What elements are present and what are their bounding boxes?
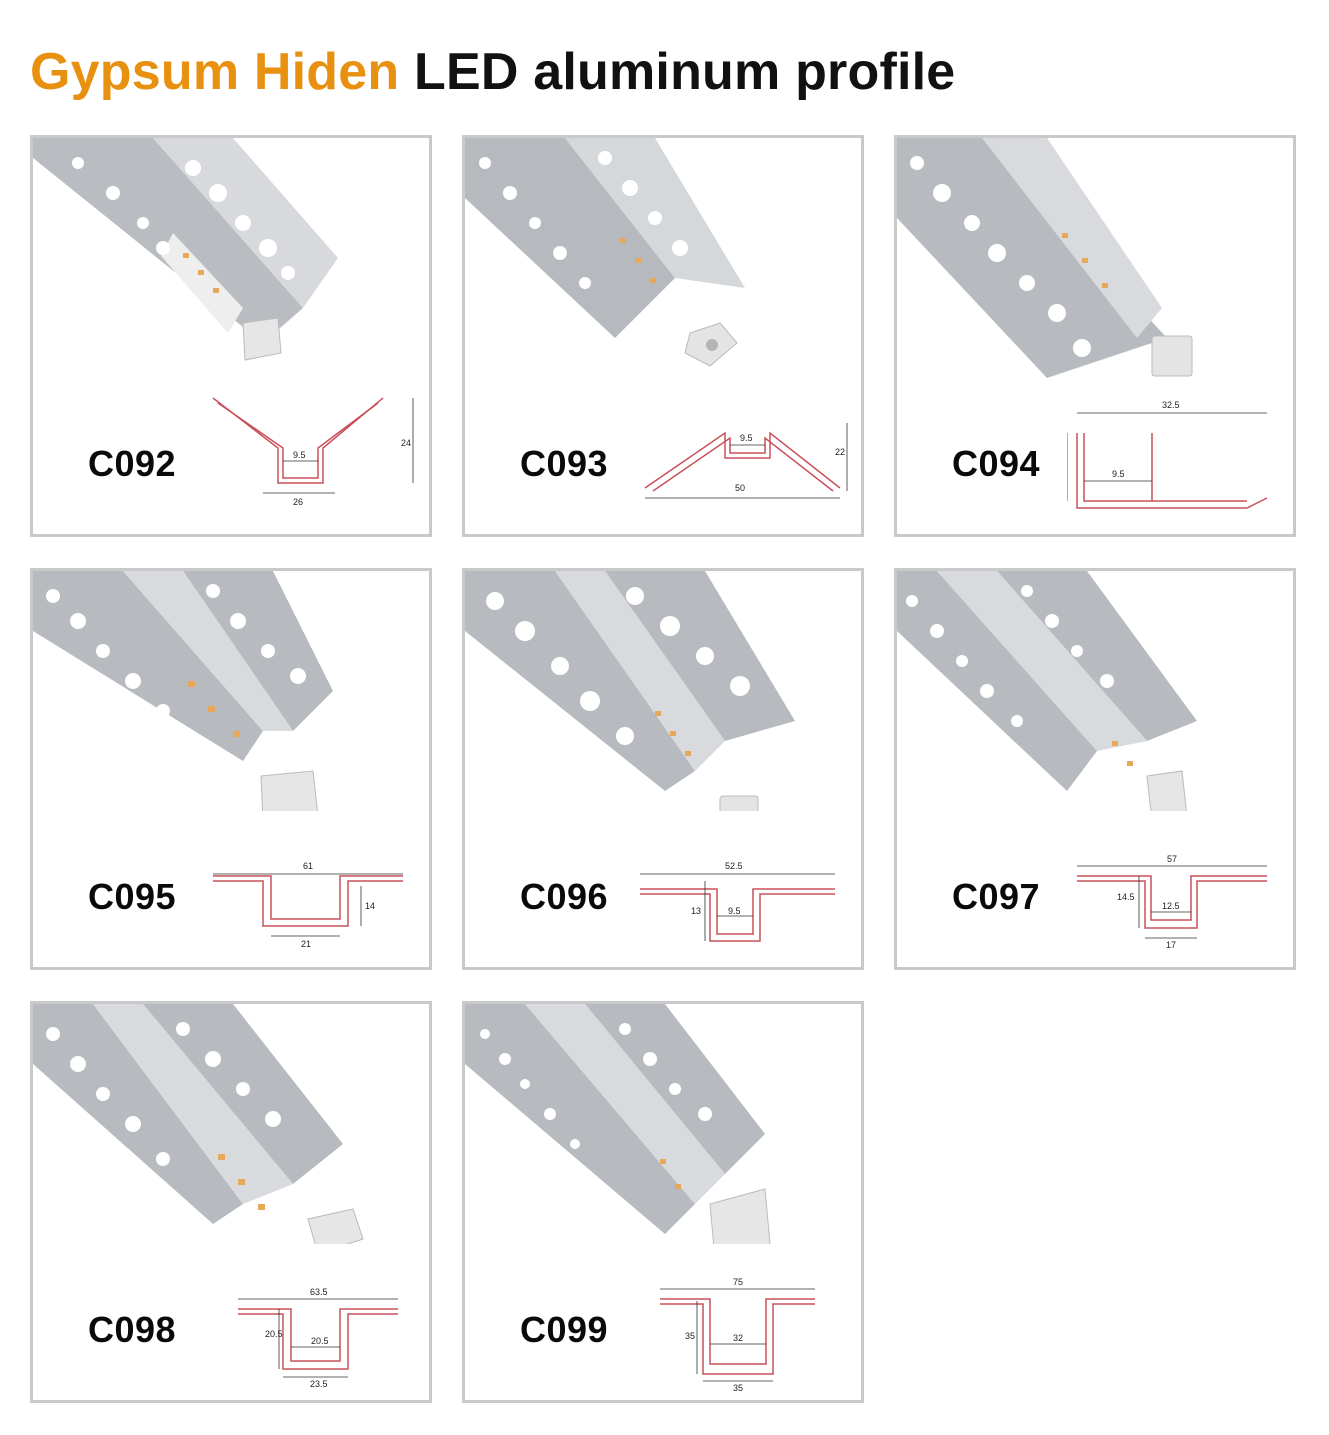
dim-label: 35	[685, 1331, 695, 1341]
dim-label: 9.5	[728, 906, 741, 916]
product-photo	[897, 571, 1197, 811]
dim-label: 75	[733, 1277, 743, 1287]
product-card-c097[interactable]: C097 57 14.5 12.5 17	[894, 568, 1296, 970]
dim-label: 61	[303, 861, 313, 871]
profile-diagram: 61 14 21	[213, 861, 403, 949]
product-photo	[465, 571, 795, 811]
dim-label: 13	[691, 906, 701, 916]
profile-diagram: 57 14.5 12.5 17	[1077, 854, 1267, 950]
product-photo	[33, 571, 333, 811]
dim-label: 20.5	[311, 1336, 329, 1346]
dim-label: 35	[733, 1383, 743, 1393]
product-code: C092	[88, 443, 177, 484]
product-code: C096	[520, 876, 609, 917]
dim-label: 9.5	[740, 433, 753, 443]
dim-label: 57	[1167, 854, 1177, 864]
product-code: C097	[952, 876, 1041, 917]
dim-label: 12.5	[1162, 901, 1180, 911]
dim-label: 52.5	[725, 861, 743, 871]
dim-label: 23.5	[310, 1379, 328, 1389]
dim-label: 14.5	[1117, 892, 1135, 902]
dim-label: 21	[301, 939, 311, 949]
product-code: C099	[520, 1309, 609, 1350]
profile-diagram: 63.5 20.5 20.5 23.5	[238, 1287, 398, 1389]
title-rest: LED aluminum profile	[414, 43, 956, 101]
dim-label: 50	[735, 483, 745, 493]
dim-label: 20.5	[265, 1329, 283, 1339]
profile-diagram: 75 35 32 35	[660, 1277, 815, 1393]
product-photo	[33, 1004, 364, 1244]
product-photo	[465, 1004, 771, 1244]
profile-diagram: 9.5 26 24	[212, 397, 414, 507]
dim-label: 22	[835, 447, 845, 457]
dim-label: 24	[401, 438, 411, 448]
product-photo	[465, 138, 745, 367]
product-photo	[33, 138, 338, 361]
product-code: C095	[88, 876, 177, 917]
profile-diagram: 32.5 13 9.5	[1067, 400, 1268, 509]
dim-label: 63.5	[310, 1287, 328, 1297]
profile-diagram: 9.5 50 22	[644, 423, 848, 499]
product-card-c095[interactable]: C095 61 14 21	[30, 568, 432, 970]
dim-label: 32	[733, 1333, 743, 1343]
product-card-c098[interactable]: C098 63.5 20.5 20.5 23.5	[30, 1001, 432, 1403]
profile-diagram: 52.5 13 9.5	[640, 861, 835, 942]
product-card-c092[interactable]: C092 9.5 26 24	[30, 135, 432, 537]
product-photo	[897, 138, 1193, 378]
product-card-c099[interactable]: C099 75 35 32 35	[462, 1001, 864, 1403]
product-code: C098	[88, 1309, 177, 1350]
title-highlight: Gypsum Hiden	[30, 43, 400, 101]
dim-label: 14	[365, 901, 375, 911]
dim-label: 9.5	[293, 450, 306, 460]
product-code: C094	[952, 443, 1041, 484]
dim-label: 17	[1166, 940, 1176, 950]
dim-label: 26	[293, 497, 303, 507]
product-card-c094[interactable]: C094 32.5 13 9.5	[894, 135, 1296, 537]
product-card-c093[interactable]: C093 9.5 50 22	[462, 135, 864, 537]
dim-label: 9.5	[1112, 469, 1125, 479]
product-card-c096[interactable]: C096 52.5 13 9.5	[462, 568, 864, 970]
dim-label: 32.5	[1162, 400, 1180, 410]
product-code: C093	[520, 443, 609, 484]
page-title: Gypsum Hiden LED aluminum profile	[30, 40, 955, 104]
